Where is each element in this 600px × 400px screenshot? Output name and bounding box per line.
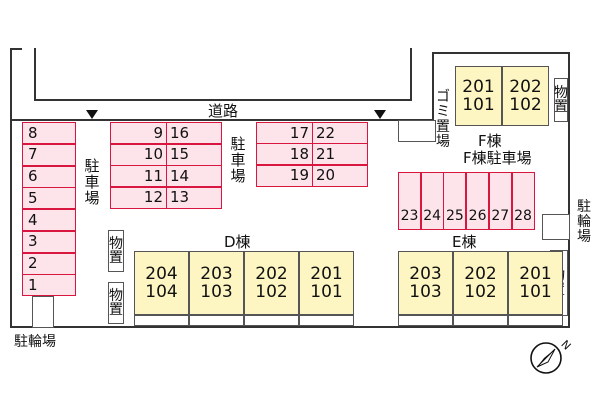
unit-number-upper: 202: [464, 264, 497, 284]
compass-icon: N: [530, 338, 572, 374]
unit-number-lower: 104: [145, 282, 178, 302]
building-f-label: F棟: [478, 133, 502, 149]
balcony-strip: [299, 315, 354, 326]
balcony-strip: [244, 315, 299, 326]
bicycle-parking-left-box: [32, 296, 54, 328]
parking-spot: 27: [488, 172, 512, 230]
parking-spot: 12: [110, 186, 167, 209]
parking-spot: 7: [22, 143, 76, 166]
unit-number-lower: 101: [462, 95, 495, 115]
garbage-station-label: ゴミ置場: [436, 89, 450, 150]
unit-number-lower: 101: [519, 282, 552, 302]
storage-d-upper: 物置: [108, 230, 124, 272]
parking-spot: 6: [22, 165, 76, 188]
unit-number-lower: 103: [200, 282, 233, 302]
road-edge: [10, 119, 434, 121]
parking-spot: 16: [166, 122, 222, 144]
road-inner-left: [34, 48, 36, 100]
balcony-strip: [398, 315, 453, 326]
parking-spot: 8: [22, 122, 76, 144]
parking-spot: 17: [256, 122, 313, 144]
parking-spot: 22: [312, 122, 368, 144]
compass-north-label: N: [558, 338, 572, 353]
storage-d-lower-label: 物置: [109, 288, 123, 318]
balcony-strip: [189, 315, 244, 326]
parking-main-label: 駐車場: [84, 157, 100, 207]
unit-number-upper: 203: [409, 264, 442, 284]
balcony-strip: [134, 315, 189, 326]
unit-number-lower: 102: [255, 282, 288, 302]
parking-spot: 24: [420, 172, 444, 230]
building-e-label: E棟: [452, 233, 477, 251]
road-inner-right: [410, 48, 412, 100]
unit-number-upper: 201: [310, 264, 343, 284]
unit-number-upper: 202: [509, 77, 542, 97]
unit-number-upper: 201: [462, 77, 495, 97]
site-boundary-right: [568, 52, 570, 328]
garbage-station-box: [398, 120, 436, 142]
parking-spot: 25: [443, 172, 467, 230]
building-f-storage: 物置: [554, 78, 568, 122]
unit-number-lower: 103: [409, 282, 442, 302]
unit-number-lower: 101: [310, 282, 343, 302]
unit-number-upper: 204: [145, 264, 178, 284]
parking-spot: 15: [166, 143, 222, 166]
site-boundary-top-right: [432, 52, 570, 54]
building-d-label: D棟: [224, 233, 251, 251]
balcony-strip: [453, 315, 508, 326]
parking-spot: 13: [166, 186, 222, 209]
parking-spot: 1: [22, 274, 76, 297]
f-parking-label: F棟駐車場: [463, 149, 532, 167]
unit-number-upper: 202: [255, 264, 288, 284]
parking-spot: 19: [256, 164, 313, 187]
parking-spot: 18: [256, 143, 313, 166]
parking-spot: 20: [312, 164, 368, 187]
site-boundary-left: [10, 48, 12, 328]
bicycle-parking-right-label: 駐輪場: [577, 199, 591, 245]
parking-spot: 21: [312, 143, 368, 166]
parking-spot: 23: [398, 172, 421, 230]
road-label: 道路: [208, 102, 239, 120]
storage-d-lower: 物置: [108, 282, 124, 324]
storage-d-upper-label: 物置: [109, 236, 123, 266]
bicycle-parking-right-box: [542, 214, 570, 240]
road-inner-bottom: [34, 99, 412, 101]
bicycle-parking-left-label: 駐輪場: [14, 334, 56, 350]
parking-spot: 9: [110, 122, 167, 144]
balcony-strip: [508, 315, 563, 326]
unit-number-lower: 102: [509, 95, 542, 115]
road-entrance-right-arrow-icon: [374, 110, 386, 119]
road-entrance-left-arrow-icon: [86, 110, 98, 119]
unit-number-lower: 102: [464, 282, 497, 302]
parking-spot: 3: [22, 230, 76, 253]
parking-spot: 14: [166, 165, 222, 187]
parking-spot: 11: [110, 165, 167, 187]
parking-mid-label: 駐車場: [230, 135, 246, 185]
site-boundary-top-left: [10, 48, 22, 50]
site-boundary-notch: [432, 52, 434, 120]
unit-number-upper: 203: [200, 264, 233, 284]
parking-spot: 5: [22, 187, 76, 210]
parking-spot: 2: [22, 252, 76, 275]
parking-spot: 26: [466, 172, 490, 230]
parking-spot: 10: [110, 143, 167, 166]
site-boundary-bottom: [10, 326, 570, 328]
unit-number-upper: 201: [519, 264, 552, 284]
building-f-storage-label: 物置: [554, 85, 568, 115]
building-f-name: F棟: [478, 132, 502, 150]
parking-spot: 4: [22, 209, 76, 231]
parking-spot: 28: [511, 172, 535, 230]
